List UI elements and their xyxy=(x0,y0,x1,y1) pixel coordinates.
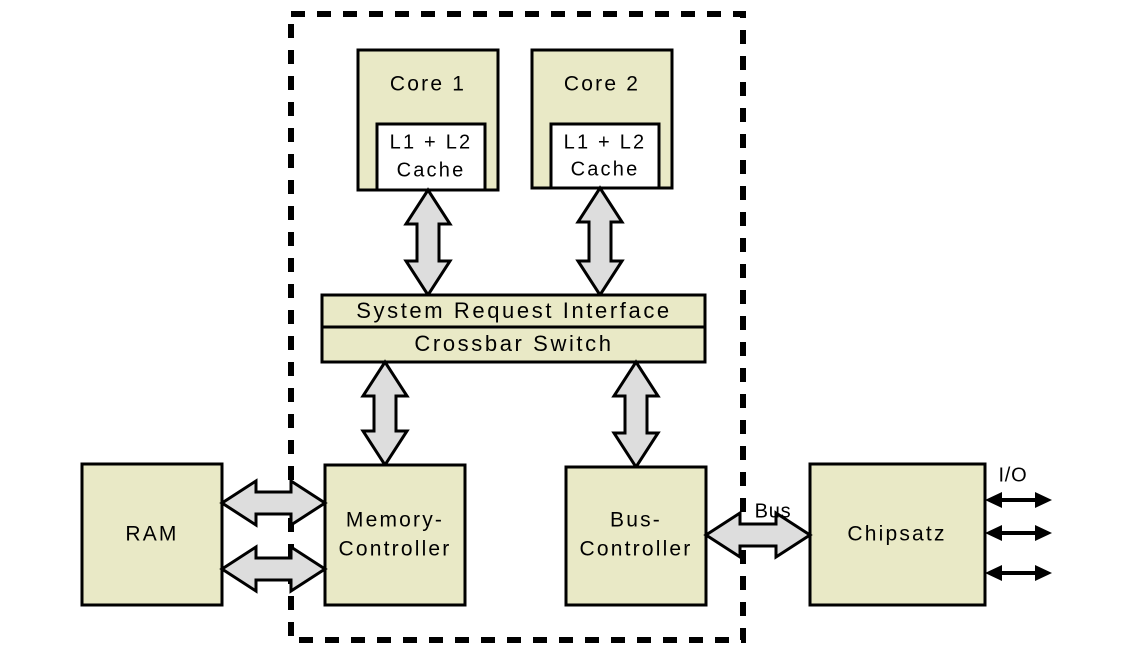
core-1-block[interactable]: Core 1 L1 + L2 Cache xyxy=(356,48,500,192)
core-2-to-sri-arrow xyxy=(575,185,625,298)
io-connection-label: I/O xyxy=(998,464,1027,486)
core-1-cache-label-line1: L1 + L2 xyxy=(390,131,473,153)
memory-controller-block[interactable]: Memory- Controller xyxy=(323,463,467,607)
chipset-label: Chipsatz xyxy=(847,523,946,546)
io-arrow-3 xyxy=(985,565,1052,581)
bus-controller-label-line2: Controller xyxy=(579,538,692,561)
system-request-interface-box xyxy=(320,293,707,329)
core-2-cache-label-line2: Cache xyxy=(571,158,640,180)
core-1-to-sri-arrow xyxy=(403,187,453,298)
core-2-block[interactable]: Core 2 L1 + L2 Cache xyxy=(530,48,674,190)
ram-to-memory-controller-arrow-lower xyxy=(219,544,328,594)
io-arrow-2 xyxy=(985,525,1052,541)
bus-controller-to-chipset-arrow xyxy=(703,510,813,560)
ram-block[interactable]: RAM xyxy=(80,462,224,607)
core-2-label: Core 2 xyxy=(564,73,640,96)
io-arrow-1 xyxy=(985,492,1052,508)
system-request-interface-label: System Request Interface xyxy=(356,298,672,323)
core-1-cache-label-line2: Cache xyxy=(397,159,466,181)
chipset-block[interactable]: Chipsatz xyxy=(808,462,987,607)
bus-controller-box xyxy=(564,465,708,607)
bus-connection-label: Bus xyxy=(755,500,792,522)
ram-label: RAM xyxy=(125,523,178,546)
bus-controller-block[interactable]: Bus- Controller xyxy=(564,465,708,607)
ram-box xyxy=(80,462,224,607)
memory-controller-label-line2: Controller xyxy=(338,538,451,561)
bus-controller-label-line1: Bus- xyxy=(610,509,662,532)
crossbar-to-bus-controller-arrow xyxy=(611,359,661,470)
crossbar-switch-box xyxy=(320,325,707,364)
core-2-cache-label-line1: L1 + L2 xyxy=(564,131,647,153)
memory-controller-label-line1: Memory- xyxy=(346,509,444,532)
memory-controller-box xyxy=(323,463,467,607)
core-1-label: Core 1 xyxy=(390,73,466,96)
crossbar-switch-label: Crossbar Switch xyxy=(414,331,613,356)
chipset-box xyxy=(808,462,987,607)
crossbar-to-memory-controller-arrow xyxy=(360,359,410,468)
core-2-cache-box xyxy=(549,122,661,190)
core-1-cache-box xyxy=(375,122,487,192)
processor-die-boundary xyxy=(288,11,746,643)
crossbar-switch-block[interactable]: Crossbar Switch xyxy=(320,325,707,364)
system-request-interface-block[interactable]: System Request Interface xyxy=(320,293,707,329)
ram-to-memory-controller-arrow-upper xyxy=(219,478,328,528)
